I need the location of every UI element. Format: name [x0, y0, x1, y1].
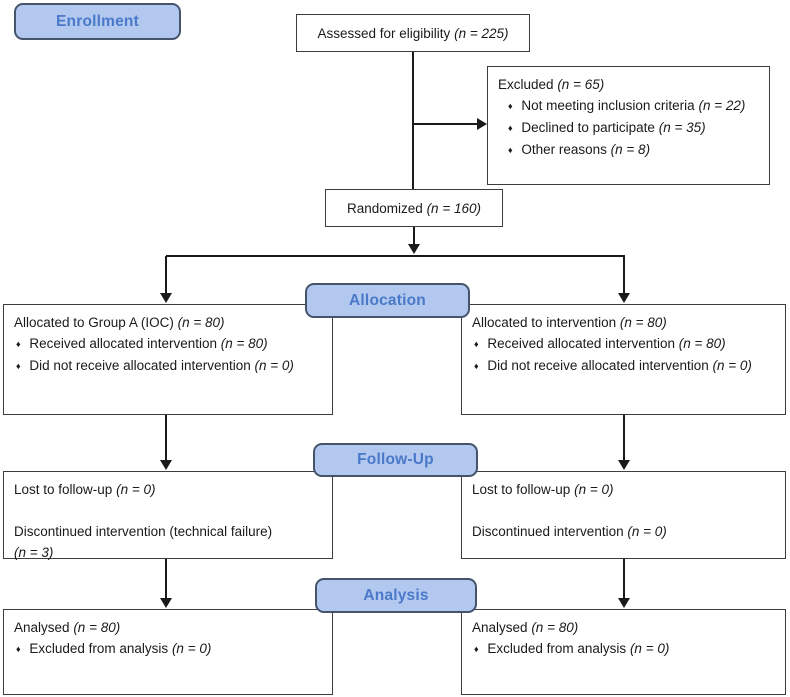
- followup-right-box: Lost to follow-up (n = 0) Discontinued i…: [461, 471, 786, 559]
- diamond-bullet-icon: ♦: [508, 101, 513, 111]
- lost-to-followup-line: Lost to follow-up (n = 0): [472, 482, 614, 497]
- randomized-box: Randomized (n = 160): [325, 189, 503, 227]
- arrowhead-down-icon: [618, 598, 630, 608]
- lost-to-followup-line: Lost to follow-up (n = 0): [14, 482, 156, 497]
- diamond-bullet-icon: ♦: [508, 123, 513, 133]
- enrollment-stage-label: Enrollment: [56, 12, 139, 30]
- connector-randomized-to-split: [413, 227, 415, 245]
- diamond-bullet-icon: ♦: [474, 644, 479, 654]
- diamond-bullet-icon: ♦: [16, 339, 21, 349]
- arrowhead-right-icon: [477, 118, 487, 130]
- followup-stage-badge: Follow-Up: [313, 443, 478, 477]
- allocation-group-a-box: Allocated to Group A (IOC) (n = 80) ♦ Re…: [3, 304, 333, 415]
- connector-followup-to-analysis-right: [623, 559, 625, 599]
- discontinued-n-line: (n = 3): [14, 545, 54, 560]
- analysed-title-line: Analysed (n = 80): [472, 620, 579, 635]
- arrowhead-down-icon: [408, 244, 420, 254]
- excluded-title-line: Excluded (n = 65): [498, 77, 605, 92]
- analysis-right-box: Analysed (n = 80) ♦ Excluded from analys…: [461, 609, 786, 695]
- diamond-bullet-icon: ♦: [474, 339, 479, 349]
- allocation-item-line: ♦ Received allocated intervention (n = 8…: [16, 336, 268, 351]
- diamond-bullet-icon: ♦: [474, 361, 479, 371]
- analysis-stage-badge: Analysis: [315, 578, 477, 613]
- randomized-line: Randomized (n = 160): [347, 200, 481, 216]
- allocation-item-line: ♦ Did not receive allocated intervention…: [474, 358, 752, 373]
- diamond-bullet-icon: ♦: [508, 145, 513, 155]
- discontinued-line: Discontinued intervention (technical fai…: [14, 524, 273, 539]
- diamond-bullet-icon: ♦: [16, 361, 21, 371]
- connector-split-to-allocation-right: [623, 256, 625, 294]
- allocation-item-line: ♦ Received allocated intervention (n = 8…: [474, 336, 726, 351]
- followup-left-box: Lost to follow-up (n = 0) Discontinued i…: [3, 471, 333, 560]
- connector-assessed-to-randomized: [412, 52, 414, 189]
- connector-to-excluded: [413, 123, 478, 125]
- arrowhead-down-icon: [160, 460, 172, 470]
- allocation-title-line: Allocated to Group A (IOC) (n = 80): [14, 315, 225, 330]
- analysis-stage-label: Analysis: [363, 586, 429, 604]
- followup-stage-label: Follow-Up: [357, 451, 434, 468]
- assessed-eligibility-box: Assessed for eligibility (n = 225): [296, 14, 530, 52]
- analysis-left-box: Analysed (n = 80) ♦ Excluded from analys…: [3, 609, 333, 695]
- arrowhead-down-icon: [160, 293, 172, 303]
- arrowhead-down-icon: [618, 293, 630, 303]
- allocation-stage-label: Allocation: [349, 291, 426, 309]
- connector-followup-to-analysis-left: [165, 559, 167, 599]
- allocation-item-line: ♦ Did not receive allocated intervention…: [16, 358, 294, 373]
- connector-allocation-to-followup-right: [623, 415, 625, 461]
- arrowhead-down-icon: [160, 598, 172, 608]
- enrollment-stage-badge: Enrollment: [14, 3, 181, 40]
- allocation-title-line: Allocated to intervention (n = 80): [472, 315, 667, 330]
- arrowhead-down-icon: [618, 460, 630, 470]
- connector-split-to-allocation-left: [165, 256, 167, 294]
- excluded-item-line: ♦ Other reasons (n = 8): [508, 142, 651, 157]
- excluded-item-line: ♦ Not meeting inclusion criteria (n = 22…: [508, 98, 746, 113]
- connector-allocation-to-followup-left: [165, 415, 167, 461]
- allocation-intervention-box: Allocated to intervention (n = 80) ♦ Rec…: [461, 304, 786, 415]
- discontinued-line: Discontinued intervention (n = 0): [472, 524, 667, 539]
- analysis-item-line: ♦ Excluded from analysis (n = 0): [474, 641, 670, 656]
- analysis-item-line: ♦ Excluded from analysis (n = 0): [16, 641, 212, 656]
- split-bar: [166, 255, 625, 257]
- excluded-item-line: ♦ Declined to participate (n = 35): [508, 120, 706, 135]
- allocation-stage-badge: Allocation: [305, 283, 470, 318]
- analysed-title-line: Analysed (n = 80): [14, 620, 121, 635]
- assessed-eligibility-line: Assessed for eligibility (n = 225): [317, 25, 509, 41]
- excluded-box: Excluded (n = 65) ♦ Not meeting inclusio…: [487, 66, 770, 185]
- diamond-bullet-icon: ♦: [16, 644, 21, 654]
